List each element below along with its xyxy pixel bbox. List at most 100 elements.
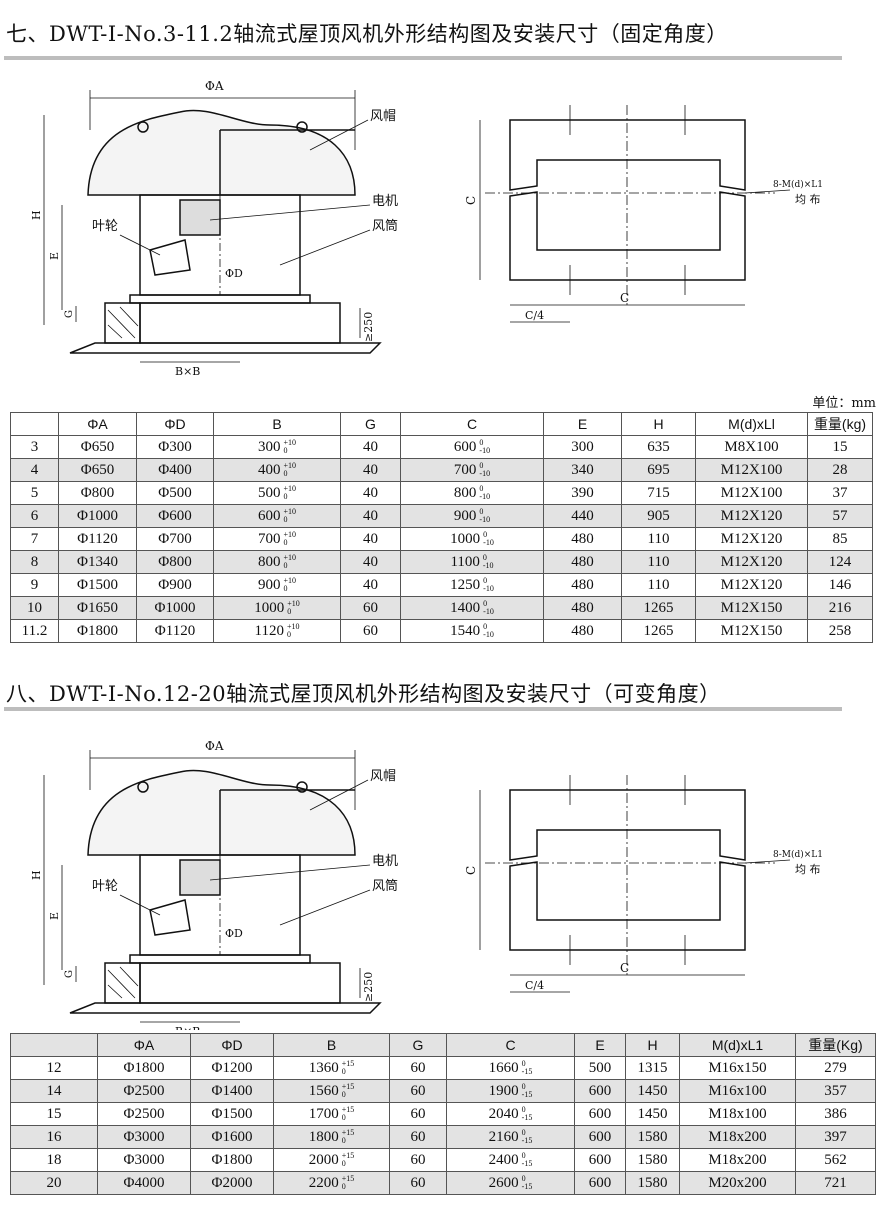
cell-E: 300 [543, 435, 622, 459]
cell-value: 7 [30, 530, 39, 547]
leader [119, 894, 161, 916]
tolerance: 0-10 [479, 485, 490, 501]
cell-value: 1265 [643, 599, 674, 616]
cell-no: 14 [10, 1079, 98, 1103]
dim-C: C [464, 196, 478, 205]
cell-H: 1450 [625, 1079, 680, 1103]
cell-no: 4 [10, 458, 59, 482]
cell-value: 400 [257, 461, 281, 478]
cell-value: 60 [410, 1059, 426, 1076]
unit-label: 单位：mm [812, 396, 876, 411]
cell-D: Φ600 [136, 504, 214, 528]
cell-G: 60 [389, 1148, 447, 1172]
tolerance-value: +10 [283, 507, 296, 517]
cell-D: Φ1400 [190, 1079, 274, 1103]
column-header: M(d)xL1 [679, 1033, 796, 1057]
cell-value: Φ1120 [77, 530, 118, 547]
tolerance-value: -10 [483, 607, 494, 617]
cell-G: 60 [340, 596, 401, 620]
tolerance-value: 0 [521, 1128, 526, 1138]
dim-H: H [30, 870, 43, 880]
cell-value: 300 [257, 438, 281, 455]
cell-A: Φ1000 [58, 504, 137, 528]
leader [209, 864, 371, 881]
cell-D: Φ1500 [190, 1102, 274, 1126]
cell-G: 60 [340, 619, 401, 643]
cell-value: 300 [571, 438, 594, 455]
dim-phiA: ΦA [205, 79, 224, 93]
cell-value: Φ3000 [123, 1128, 165, 1145]
tolerance-value: +10 [283, 530, 296, 540]
tolerance-value: +15 [341, 1059, 355, 1069]
tolerance-value: 0 [479, 507, 484, 517]
column-header: 重量(Kg) [795, 1033, 876, 1057]
cell-value: 480 [571, 599, 594, 616]
cell-value: 2200 [308, 1174, 339, 1191]
cell-E: 600 [574, 1102, 626, 1126]
cell-value: 1560 [308, 1082, 339, 1099]
cell-W: 397 [795, 1125, 876, 1149]
dim-250: ≥250 [362, 972, 375, 1002]
tolerance-value: +10 [283, 576, 296, 586]
cell-value: 340 [571, 461, 594, 478]
hood-section [219, 789, 355, 855]
cell-W: 279 [795, 1056, 876, 1080]
cell-value: 480 [571, 553, 594, 570]
cell-value: 480 [571, 530, 594, 547]
tolerance-value: +15 [341, 1151, 355, 1161]
tolerance-value: 0 [283, 469, 288, 479]
tolerance-value: 0 [341, 1136, 346, 1146]
tolerance-value: -10 [479, 492, 491, 502]
cell-value: 124 [828, 553, 852, 570]
cell-no: 10 [10, 596, 59, 620]
tolerance-value: 0 [341, 1113, 346, 1123]
cell-no: 5 [10, 481, 59, 505]
tolerance-value: 0 [341, 1159, 346, 1169]
cell-value: 695 [647, 461, 670, 478]
hood [87, 109, 356, 196]
cell-D: Φ1600 [190, 1125, 274, 1149]
cell-value: 12 [46, 1059, 62, 1076]
cell-E: 480 [543, 573, 622, 597]
tolerance: 0-15 [522, 1060, 533, 1076]
cell-no: 6 [10, 504, 59, 528]
cell-value: 9 [30, 576, 39, 593]
cell-value: 562 [824, 1151, 847, 1168]
cell-value: Φ800 [80, 484, 115, 501]
cell-W: 37 [807, 481, 873, 505]
cell-G: 40 [340, 550, 401, 574]
tolerance-value: 0 [521, 1059, 526, 1069]
cell-G: 40 [340, 504, 401, 528]
tolerance-value: 0 [479, 461, 484, 471]
label-even: 均 布 [795, 863, 821, 876]
cell-E: 600 [574, 1148, 626, 1172]
cell-value: 1250 [450, 576, 481, 593]
cell-value: 357 [824, 1082, 847, 1099]
label-impeller: 叶轮 [92, 219, 118, 234]
tolerance-value: -15 [521, 1182, 533, 1192]
base-plan-drawing-2: CCC/48-M(d)×L1均 布 [464, 775, 823, 993]
cell-value: M18x200 [708, 1151, 767, 1168]
cell-value: 40 [363, 461, 378, 478]
cell-A: Φ1650 [58, 596, 137, 620]
cell-W: 57 [807, 504, 873, 528]
cell-value: 8 [30, 553, 39, 570]
cell-value: 85 [832, 530, 848, 547]
cell-value: 216 [828, 599, 852, 616]
cell-D: Φ300 [136, 435, 214, 459]
cell-value: Φ1120 [154, 622, 196, 639]
cell-value: 600 [588, 1105, 612, 1122]
cell-value: 110 [647, 553, 670, 570]
cell-value: Φ1400 [211, 1082, 253, 1099]
cell-value: M12X150 [720, 599, 783, 616]
cell-value: 1400 [450, 599, 481, 616]
tolerance-value: 0 [287, 607, 292, 617]
column-header: B [273, 1033, 390, 1057]
